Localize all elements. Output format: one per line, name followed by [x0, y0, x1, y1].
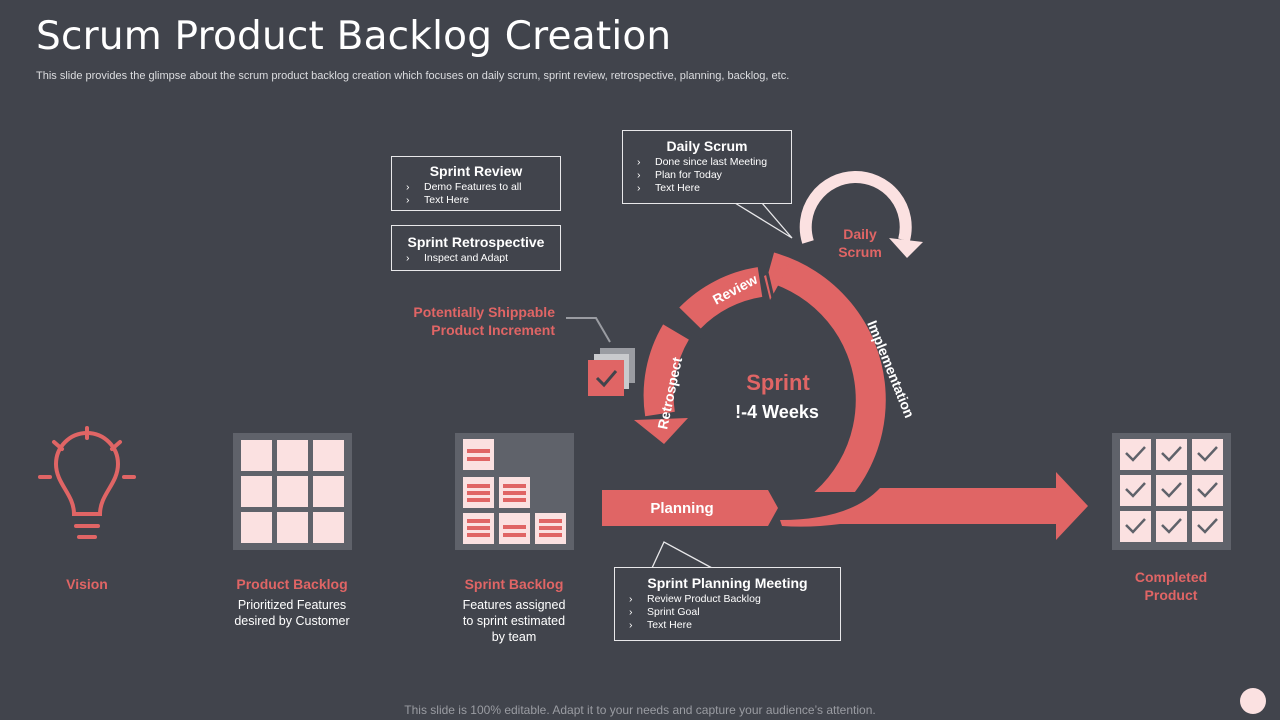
sprint-label: Sprint — [746, 370, 810, 395]
completed-label-line: Product — [1144, 587, 1198, 603]
sprint-backlog-desc: Features assigned to sprint estimated by… — [434, 597, 594, 645]
sprint-review-title: Sprint Review — [429, 163, 523, 179]
daily-scrum-item: Plan for Today — [637, 169, 791, 182]
planning-arrow — [602, 490, 778, 526]
completed-label-line: Completed — [1134, 569, 1208, 585]
implementation-arc — [765, 252, 886, 492]
page-title: Scrum Product Backlog Creation — [36, 14, 672, 59]
completed-arrow — [780, 472, 1088, 540]
planning-pointer — [651, 541, 713, 569]
sprint-review-callout: Sprint Review Demo Features to all Text … — [391, 156, 561, 211]
sprint-duration: !-4 Weeks — [735, 402, 819, 422]
product-increment-icon — [588, 348, 635, 396]
sprint-backlog-desc-line: by team — [491, 630, 537, 644]
sprint-backlog-label: Sprint Backlog — [464, 576, 564, 592]
daily-scrum-arrowhead — [889, 238, 923, 258]
sprint-retrospective-item: Inspect and Adapt — [406, 252, 560, 265]
retrospect-arc — [643, 324, 690, 417]
daily-scrum-loop-arrow — [799, 171, 912, 244]
sprint-retrospective-callout: Sprint Retrospective Inspect and Adapt — [391, 225, 561, 271]
product-backlog-desc-line: Prioritized Features — [237, 598, 347, 612]
completed-product-label: Completed Product — [1101, 568, 1241, 604]
lightbulb-icon — [38, 426, 136, 539]
daily-scrum-title: Daily Scrum — [666, 138, 748, 154]
daily-scrum-callout: Daily Scrum Done since last Meeting Plan… — [622, 130, 792, 204]
sprint-planning-item: Text Here — [629, 619, 840, 632]
sprint-planning-title: Sprint Planning Meeting — [647, 575, 808, 591]
vision-label: Vision — [66, 576, 108, 592]
product-backlog-label: Product Backlog — [236, 576, 348, 592]
planning-label: Planning — [650, 500, 713, 517]
increment-pointer — [566, 317, 611, 343]
product-backlog-desc-line: desired by Customer — [234, 614, 350, 628]
daily-scrum-item: Done since last Meeting — [637, 156, 791, 169]
product-backlog-grid-icon — [233, 433, 352, 550]
daily-scrum-line1: Daily — [843, 226, 877, 242]
sprint-backlog-stack-icon — [455, 433, 574, 550]
sprint-planning-item: Sprint Goal — [629, 606, 840, 619]
increment-line2: Product Increment — [431, 322, 555, 338]
sprint-review-item: Text Here — [406, 194, 560, 207]
daily-scrum-line2: Scrum — [838, 244, 882, 260]
daily-scrum-item: Text Here — [637, 182, 791, 195]
daily-scrum-pointer — [734, 202, 793, 239]
product-backlog-desc: Prioritized Features desired by Customer — [212, 597, 372, 629]
sprint-review-item: Demo Features to all — [406, 181, 560, 194]
page-subtitle: This slide provides the glimpse about th… — [36, 70, 790, 82]
review-arc — [679, 267, 763, 329]
checklist-grid-icon — [1112, 433, 1231, 550]
sprint-backlog-desc-line: to sprint estimated — [462, 614, 566, 628]
sprint-backlog-desc-line: Features assigned — [462, 598, 566, 612]
footer-note: This slide is 100% editable. Adapt it to… — [404, 703, 876, 717]
sprint-planning-callout: Sprint Planning Meeting Review Product B… — [614, 567, 841, 641]
corner-dot — [1240, 688, 1266, 714]
retrospect-arrowhead — [634, 418, 688, 444]
sprint-planning-item: Review Product Backlog — [629, 593, 840, 606]
sprint-retrospective-title: Sprint Retrospective — [407, 234, 545, 250]
increment-line1: Potentially Shippable — [413, 304, 555, 320]
